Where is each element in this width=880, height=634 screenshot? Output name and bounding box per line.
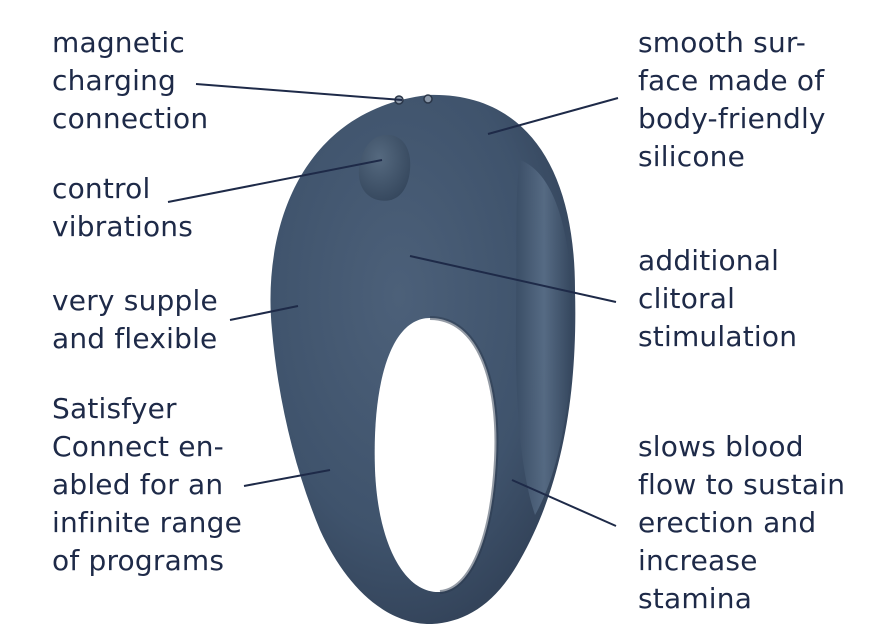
- callout-supple-flexible: very supple and flexible: [52, 282, 218, 358]
- callout-line: vibrations: [52, 210, 194, 243]
- callout-line: infinite range: [52, 506, 243, 539]
- callout-line: clitoral: [638, 282, 736, 315]
- callout-line: slows blood: [638, 430, 804, 463]
- leader-line-clitoral: [409, 255, 617, 303]
- callout-line: Connect en-: [52, 430, 224, 463]
- leader-line-supple: [229, 305, 299, 321]
- callout-smooth-surface: smooth sur- face made of body-friendly s…: [638, 24, 826, 176]
- callout-magnetic-charging: magnetic charging connection: [52, 24, 208, 138]
- callout-line: face made of: [638, 64, 825, 97]
- callout-satisfyer-connect: Satisfyer Connect en- abled for an infin…: [52, 390, 242, 580]
- ring-inner-shade: [429, 316, 499, 594]
- leader-line-control: [167, 159, 383, 203]
- leader-line-blood: [511, 479, 617, 527]
- callout-line: and flexible: [52, 322, 218, 355]
- callout-line: of programs: [52, 544, 225, 577]
- control-button: [358, 134, 411, 201]
- callout-line: smooth sur-: [638, 26, 807, 59]
- callout-clitoral-stimulation: additional clitoral stimulation: [638, 242, 797, 356]
- callout-line: increase: [638, 544, 758, 577]
- cock-ring-device: [270, 94, 576, 625]
- callout-line: magnetic: [52, 26, 185, 59]
- callout-line: stimulation: [638, 320, 798, 353]
- leader-line-magnetic: [195, 83, 403, 101]
- callout-line: stamina: [638, 582, 753, 615]
- callout-line: Satisfyer: [52, 392, 177, 425]
- callout-line: very supple: [52, 284, 218, 317]
- callout-line: charging: [52, 64, 176, 97]
- callout-line: control: [52, 172, 151, 205]
- callout-line: connection: [52, 102, 209, 135]
- callout-line: abled for an: [52, 468, 224, 501]
- callout-line: silicone: [638, 140, 746, 173]
- callout-line: body-friendly: [638, 102, 826, 135]
- ring-opening: [374, 318, 497, 593]
- callout-line: flow to sustain: [638, 468, 846, 501]
- callout-blood-flow: slows blood flow to sustain erection and…: [638, 428, 845, 618]
- callout-line: erection and: [638, 506, 817, 539]
- callout-control-vibrations: control vibrations: [52, 170, 193, 246]
- charging-contact-right-icon: [423, 94, 433, 104]
- callout-line: additional: [638, 244, 780, 277]
- leader-line-connect: [243, 469, 331, 487]
- leader-line-smooth: [487, 97, 619, 135]
- clitoral-stimulator: [515, 160, 573, 515]
